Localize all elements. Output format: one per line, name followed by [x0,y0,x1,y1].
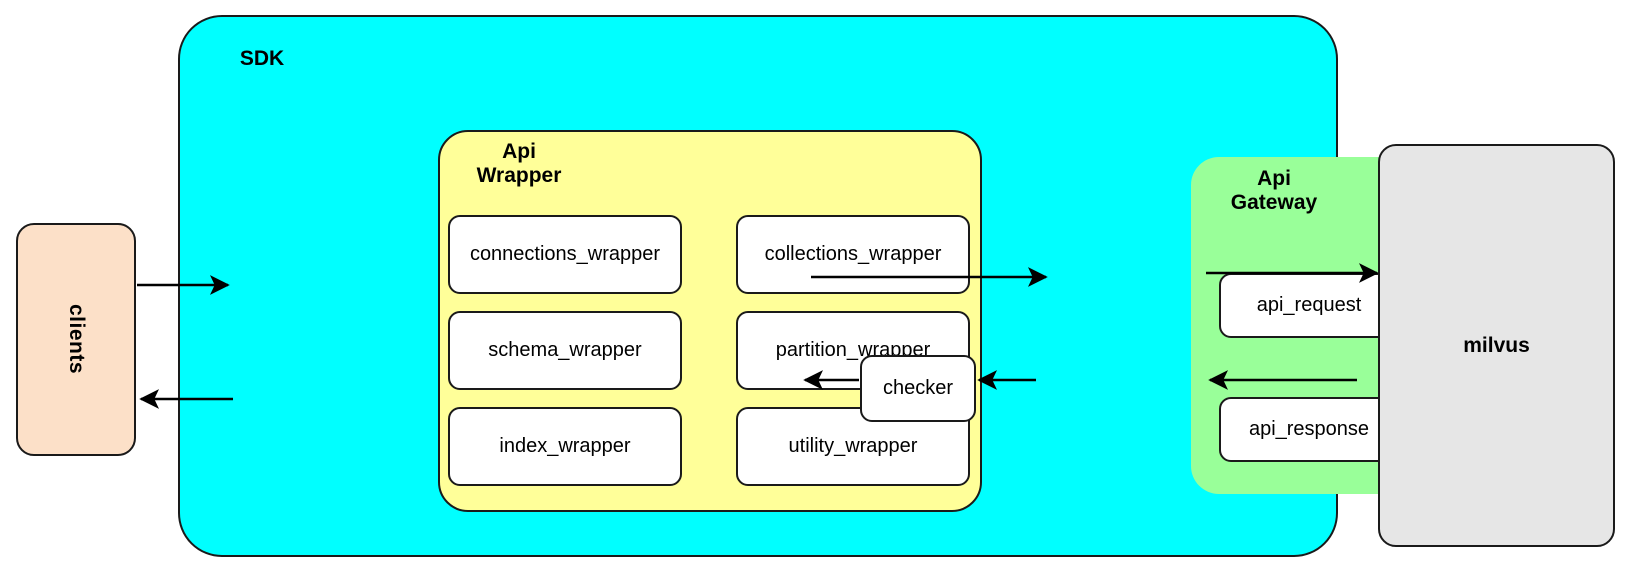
node-index-wrapper[interactable]: index_wrapper [448,407,682,486]
clients-box[interactable]: clients [16,223,136,456]
api-wrapper-container: Api Wrapper connections_wrapper collecti… [438,130,982,512]
node-collections-wrapper[interactable]: collections_wrapper [736,215,970,294]
sdk-container: SDK Api Wrapper connections_wrapper coll… [178,15,1432,557]
api-wrapper-container-label: Api Wrapper [476,140,562,187]
node-connections-wrapper[interactable]: connections_wrapper [448,215,682,294]
node-api-request[interactable]: api_request [1219,273,1399,338]
milvus-label: milvus [1463,333,1530,357]
node-partition-wrapper[interactable]: partition_wrapper [736,311,970,390]
clients-label: clients [65,304,88,375]
node-schema-wrapper[interactable]: schema_wrapper [448,311,682,390]
node-api-response[interactable]: api_response [1219,397,1399,462]
api-gateway-container-label: Api Gateway [1230,167,1318,214]
node-checker[interactable]: checker [860,355,976,422]
milvus-box[interactable]: milvus [1378,144,1615,547]
sdk-container-label: SDK [239,47,285,70]
node-utility-wrapper[interactable]: utility_wrapper [736,407,970,486]
